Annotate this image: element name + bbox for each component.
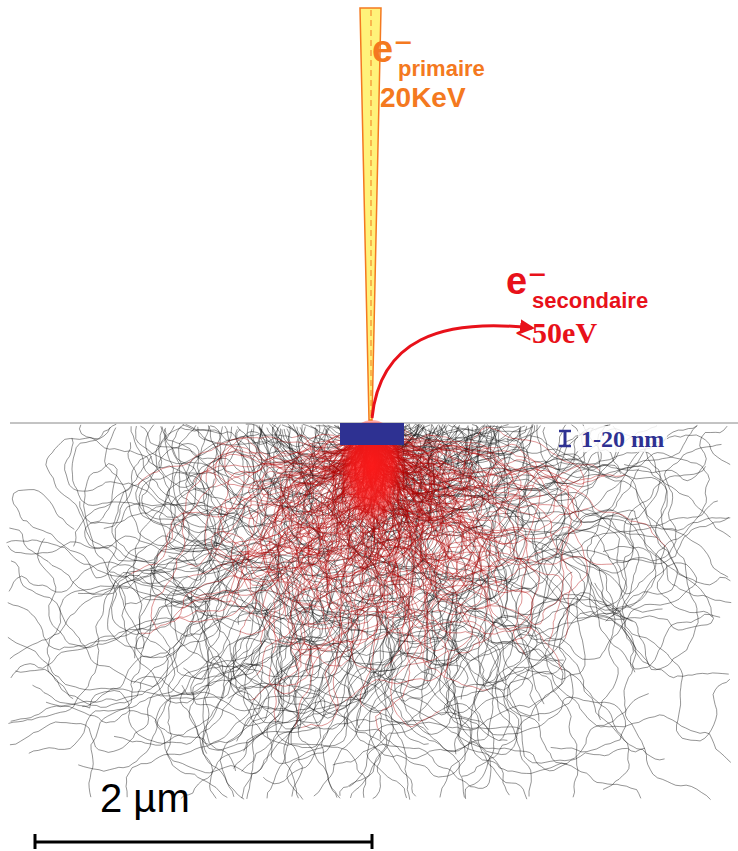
trajectory-path [508, 587, 711, 799]
trajectory-path [9, 528, 241, 632]
trajectory-path [46, 702, 295, 750]
trajectory-path [151, 424, 371, 629]
trajectory-path [114, 482, 224, 745]
trajectory-path [378, 613, 645, 770]
trajectory-path [380, 572, 572, 759]
secondary-label-subscript: secondaire [532, 290, 648, 312]
trajectory-path [430, 593, 720, 686]
trajectory-path [6, 540, 190, 593]
trajectory-path [577, 510, 730, 585]
trajectory-path [112, 442, 216, 588]
trajectory-path [126, 429, 285, 607]
trajectory-path [10, 487, 216, 659]
secondary-electron-arrow [372, 326, 532, 418]
trajectory-path [461, 424, 533, 474]
trajectory-path [500, 512, 537, 740]
trajectory-path [89, 656, 252, 797]
beam-axis [371, 10, 372, 418]
trajectory-path [364, 594, 621, 734]
trajectory-path [140, 426, 240, 471]
trajectory-path [488, 688, 641, 798]
trajectory-path [131, 424, 376, 574]
trajectory-path [495, 493, 639, 673]
trajectory-path [85, 456, 247, 574]
trajectory-path [8, 603, 175, 650]
trajectory-path [333, 630, 393, 798]
trajectory-path [82, 528, 267, 706]
trajectory-path [265, 579, 367, 642]
trajectory-path [210, 563, 312, 798]
trajectory-path [488, 469, 638, 589]
trajectory-path [441, 564, 565, 796]
trajectory-path [8, 563, 237, 723]
beam-label-subscript: primaire [398, 58, 485, 80]
trajectory-path [555, 425, 697, 470]
depth-dimension: 1-20 nm [578, 426, 667, 452]
trajectory-path [133, 547, 227, 658]
excitation-core [338, 420, 406, 536]
trajectory-path [605, 477, 712, 618]
trajectory-path [11, 561, 233, 687]
trajectory-path [349, 703, 491, 788]
beam-energy: 20KeV [380, 84, 466, 112]
secondary-escape-depth [340, 423, 404, 445]
trajectory-path [516, 501, 717, 539]
trajectory-path [590, 547, 714, 630]
trajectory-path [275, 636, 378, 748]
trajectory-path [444, 543, 584, 741]
trajectory-path [10, 629, 170, 752]
depth-bracket [559, 431, 571, 446]
trajectory-path [462, 646, 519, 776]
trajectory-path [308, 555, 457, 701]
trajectory-path [512, 534, 697, 719]
trajectory-path [251, 429, 309, 463]
trajectory-path [79, 425, 291, 474]
primary-beam [360, 8, 381, 420]
trajectory-path [142, 426, 216, 553]
trajectory-path [159, 425, 260, 552]
trajectory-path [237, 429, 275, 519]
secondary-energy: <50eV [515, 318, 597, 348]
trajectory-path [78, 570, 301, 729]
trajectory-path [606, 475, 678, 621]
trajectory-path [446, 584, 585, 690]
trajectory-path [119, 554, 227, 797]
trajectory-path [545, 641, 731, 762]
trajectory-path [467, 610, 665, 760]
scale-label: 2 µm [100, 778, 190, 818]
trajectory-path [528, 494, 633, 641]
trajectory-path [287, 638, 392, 800]
trajectory-path [65, 438, 205, 547]
trajectory-path [38, 538, 175, 647]
scale-bar [35, 834, 372, 849]
